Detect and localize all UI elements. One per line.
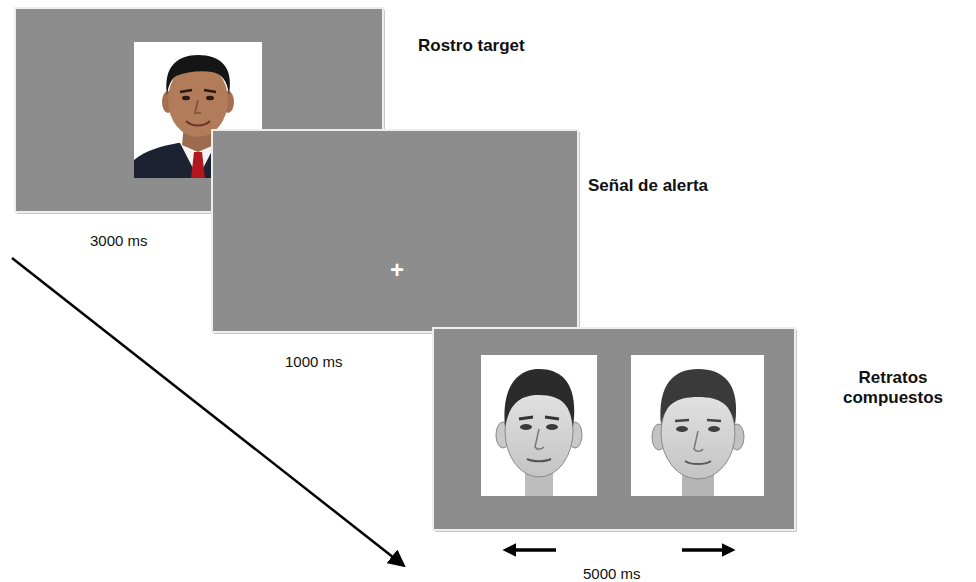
screen-composites <box>433 328 797 532</box>
screen-heading: Señal de alerta <box>588 176 708 196</box>
duration-label: 3000 ms <box>90 232 148 250</box>
response-arrow-left <box>508 548 556 552</box>
screen-composites: Retratos compuestos5000 ms <box>433 328 795 530</box>
timeline-arrow <box>12 258 403 565</box>
screen-heading: Retratos compuestos <box>826 368 960 409</box>
screen-target: Rostro target3000 ms <box>15 8 383 212</box>
response-arrow-right <box>682 548 730 552</box>
duration-label: 5000 ms <box>583 565 641 582</box>
screen-fixation <box>212 130 580 334</box>
screen-fixation: +Señal de alerta1000 ms <box>212 130 578 332</box>
fixation-cross: + <box>390 258 404 282</box>
screen-heading: Rostro target <box>418 36 525 56</box>
duration-label: 1000 ms <box>285 353 343 371</box>
